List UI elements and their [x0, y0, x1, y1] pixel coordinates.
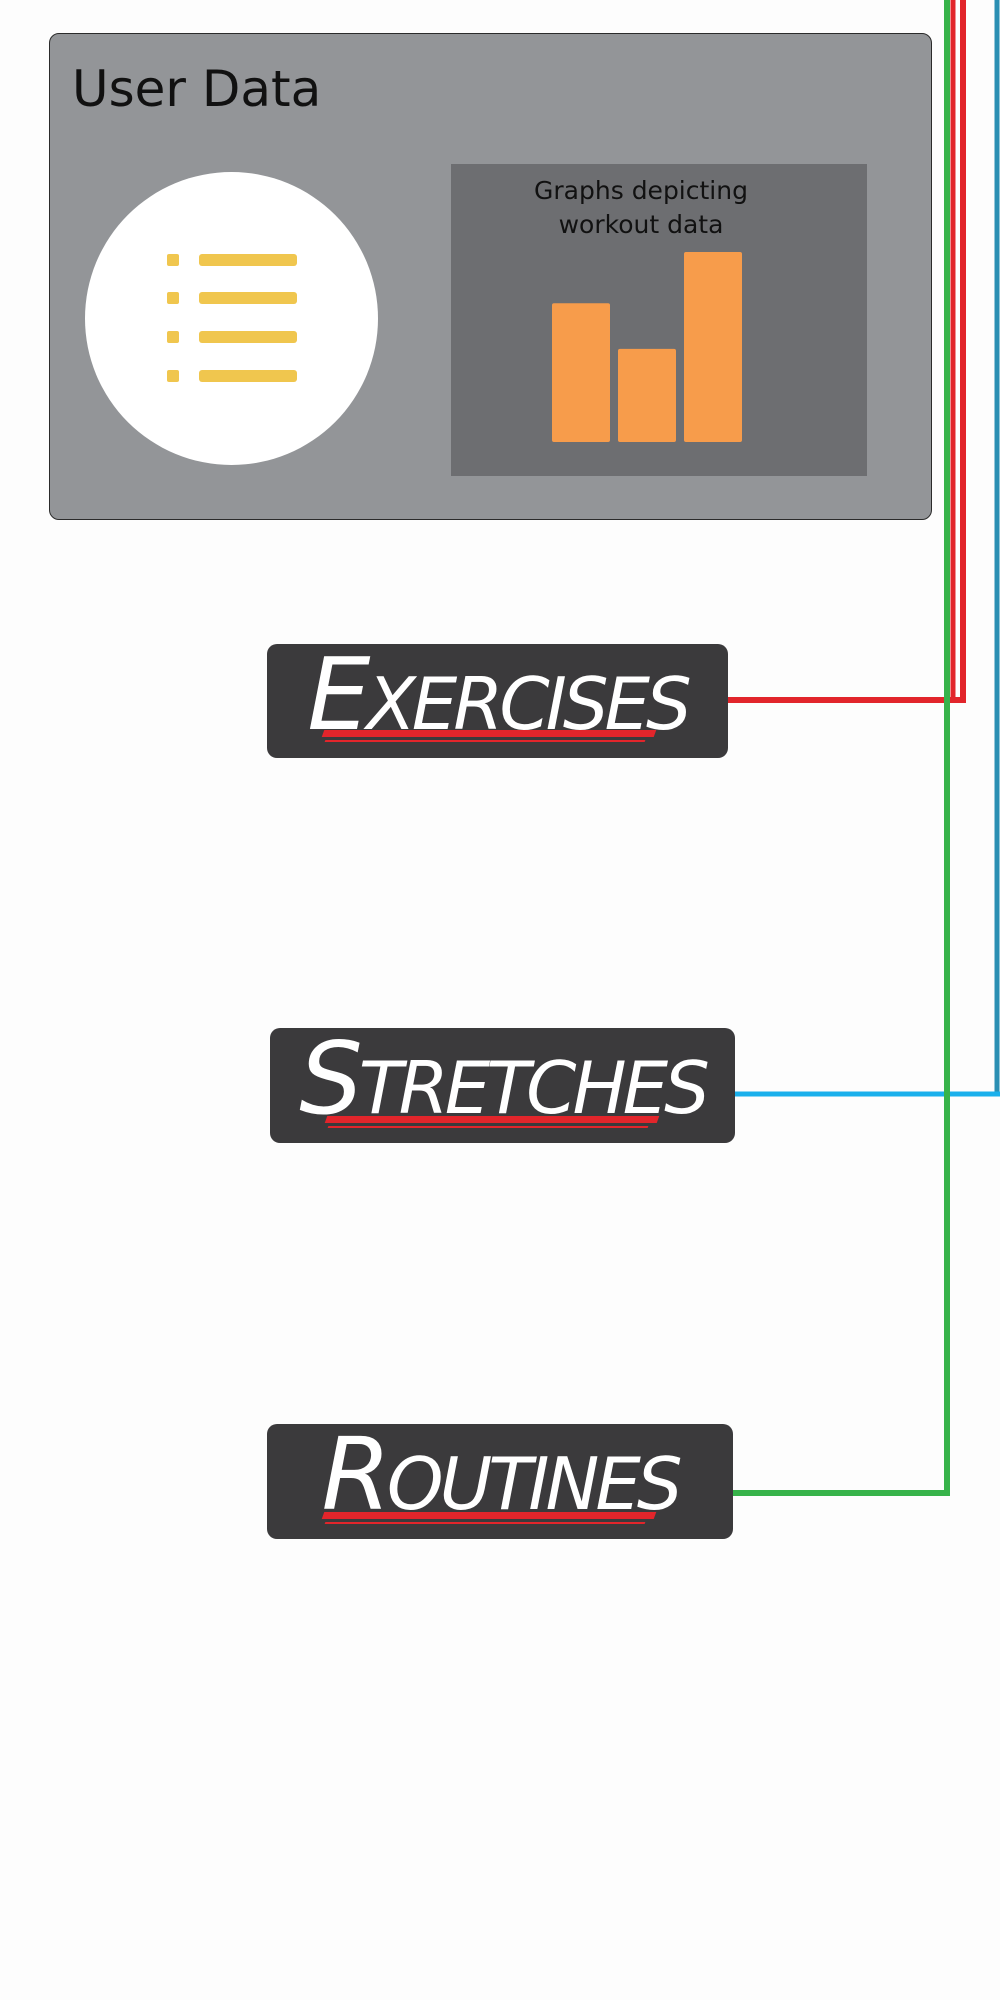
graph-caption-line1: Graphs depicting [534, 176, 748, 205]
list-button[interactable] [85, 172, 378, 465]
graph-bar-3 [684, 252, 742, 442]
panel-title: User Data [72, 60, 322, 118]
exercises-underline [321, 730, 657, 737]
bar-graph-icon [552, 252, 742, 442]
graph-caption-line2: workout data [558, 210, 724, 239]
stretches-label-cap: S [299, 1020, 363, 1137]
user-data-panel: User Data Graphs depicting workout data [49, 33, 932, 520]
routines-label-cap: R [321, 1416, 391, 1533]
stretches-underline [324, 1116, 660, 1123]
routines-underline [321, 1512, 657, 1519]
stretches-underline-thin [327, 1126, 649, 1128]
stretches-button[interactable]: STRETCHES [270, 1028, 735, 1143]
workout-graph-panel[interactable]: Graphs depicting workout data [451, 164, 867, 476]
graph-bar-1 [552, 303, 610, 442]
exercises-button[interactable]: EXERCISES [267, 644, 728, 758]
graph-caption: Graphs depicting workout data [521, 174, 761, 242]
routines-button[interactable]: ROUTINES [267, 1424, 733, 1539]
graph-bar-2 [618, 348, 676, 442]
routines-underline-thin [324, 1522, 646, 1524]
list-icon [167, 254, 297, 382]
exercises-label-cap: E [307, 636, 370, 753]
exercises-underline-thin [324, 740, 646, 742]
